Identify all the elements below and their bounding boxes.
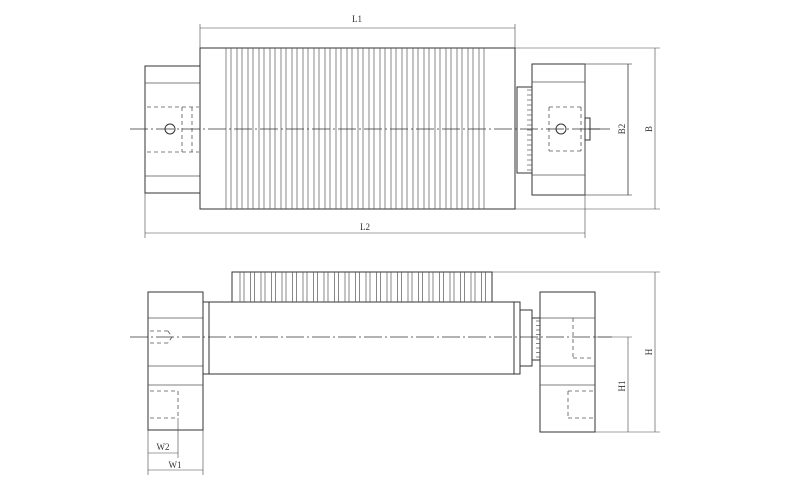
front-left-flange bbox=[202, 301, 210, 375]
dimension-label-B2: B2 bbox=[617, 124, 627, 135]
front-fin-block bbox=[231, 271, 493, 303]
dimension-W2: W2 bbox=[147, 418, 179, 475]
front-cooling-fins bbox=[239, 272, 486, 302]
dimension-B2: B2 bbox=[617, 63, 632, 196]
dimension-B: B bbox=[515, 47, 660, 210]
front-right-flange bbox=[513, 301, 541, 375]
dimension-label-L2: L2 bbox=[360, 222, 370, 232]
front-cylinder-body bbox=[208, 271, 515, 375]
top-right-end-block bbox=[531, 63, 629, 196]
front-right-support-block bbox=[539, 291, 596, 433]
dimension-L1: L1 bbox=[199, 14, 516, 48]
dimension-label-L1: L1 bbox=[352, 14, 362, 24]
dimension-label-W2: W2 bbox=[157, 442, 170, 452]
dimension-H: H bbox=[492, 271, 660, 433]
dimension-L2: L2 bbox=[144, 193, 586, 238]
dimension-label-H: H bbox=[644, 348, 654, 355]
dimension-label-H1: H1 bbox=[617, 381, 627, 392]
dimension-H1: H1 bbox=[595, 336, 632, 432]
top-scale-strip bbox=[516, 86, 533, 174]
front-view: H H1 W2 W1 bbox=[130, 271, 660, 475]
dimension-label-B: B bbox=[644, 126, 654, 132]
front-left-support-block bbox=[147, 291, 204, 431]
dimension-label-W1: W1 bbox=[169, 460, 182, 470]
dimension-W1: W1 bbox=[148, 430, 204, 475]
top-left-end-block bbox=[144, 65, 201, 194]
top-finned-body bbox=[199, 47, 516, 210]
top-view: L1 L2 B2 B bbox=[130, 14, 660, 238]
top-cooling-fins bbox=[225, 48, 485, 209]
